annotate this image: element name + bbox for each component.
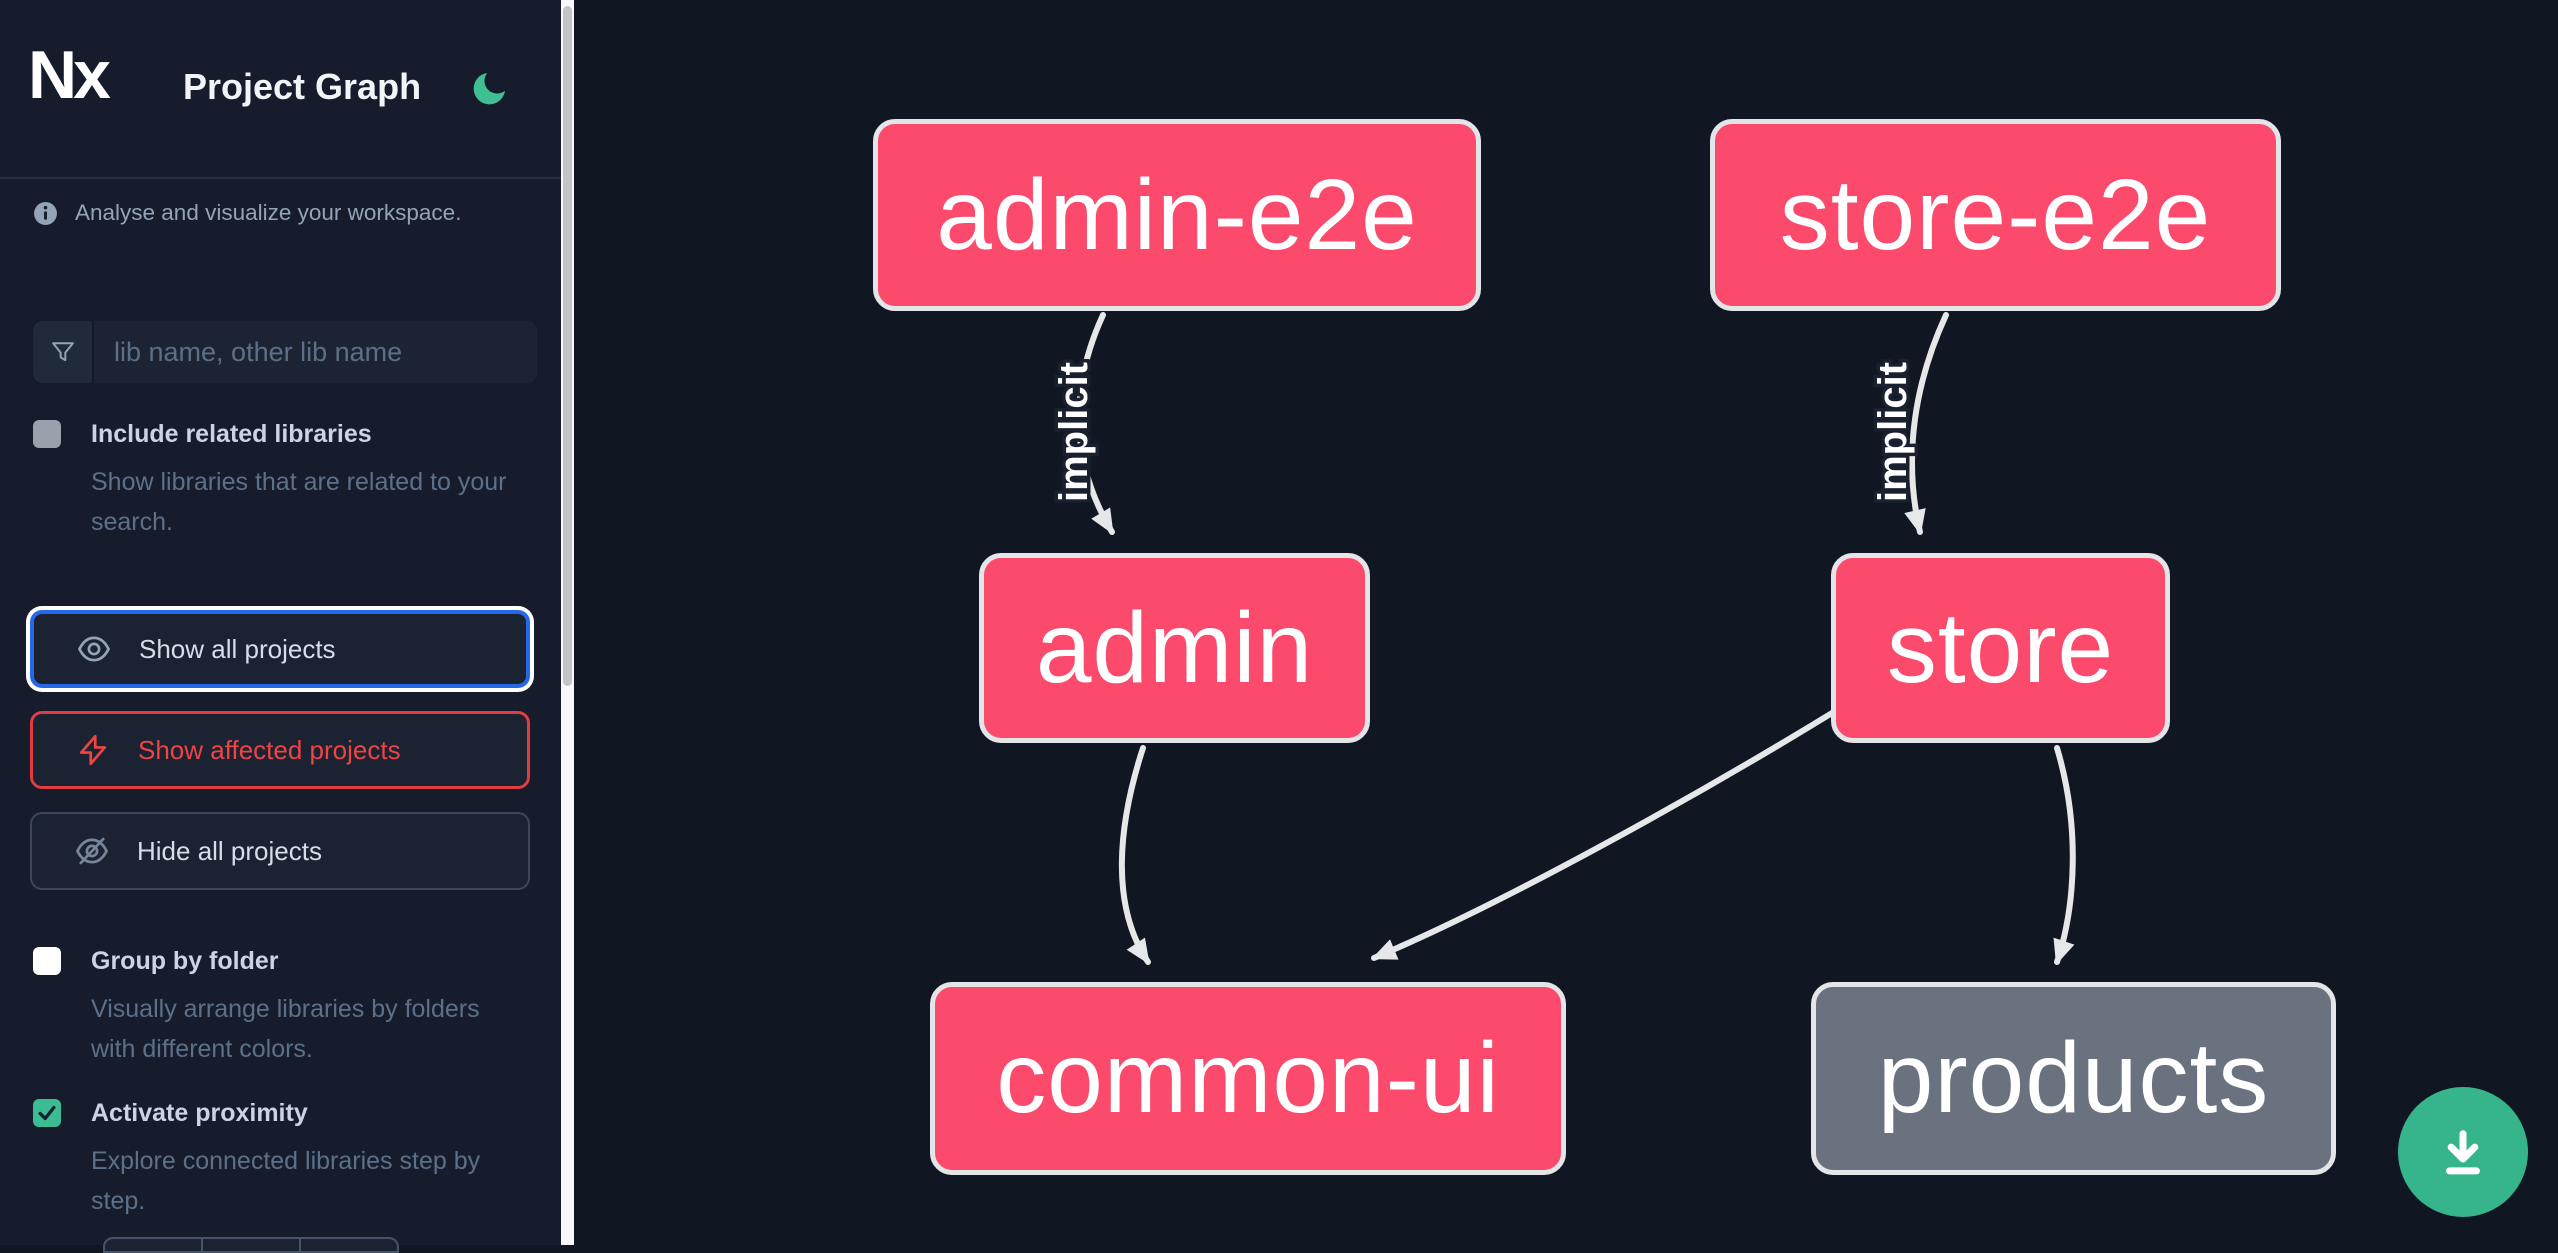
download-icon — [2435, 1124, 2491, 1180]
search-input[interactable] — [94, 321, 537, 383]
sidebar-scrollbar-thumb[interactable] — [563, 6, 572, 686]
show-all-projects-button[interactable]: Show all projects — [30, 610, 530, 688]
theme-toggle-button[interactable] — [468, 66, 512, 110]
group-by-folder-description: Visually arrange libraries by folders wi… — [91, 989, 509, 1069]
depth-increment-segment[interactable] — [301, 1239, 397, 1251]
hide-all-projects-button[interactable]: Hide all projects — [30, 812, 530, 890]
eye-icon — [76, 631, 112, 667]
page-title: Project Graph — [183, 66, 421, 108]
nx-logo[interactable]: Nx — [28, 36, 107, 114]
sidebar: Nx Project Graph Analyse and visualize y… — [0, 0, 561, 1245]
proximity-depth-control[interactable] — [103, 1237, 399, 1253]
info-icon — [33, 201, 58, 226]
eye-off-icon — [74, 833, 110, 869]
graph-node-store[interactable]: store — [1831, 553, 2170, 743]
group-by-folder-checkbox[interactable] — [33, 947, 61, 975]
graph-node-common-ui[interactable]: common-ui — [930, 982, 1566, 1175]
graph-node-store-e2e[interactable]: store-e2e — [1710, 119, 2281, 311]
depth-decrement-segment[interactable] — [105, 1239, 203, 1251]
include-related-libraries-label: Include related libraries — [91, 420, 372, 449]
show-affected-projects-button[interactable]: Show affected projects — [30, 711, 530, 789]
include-related-libraries-checkbox[interactable] — [33, 420, 61, 448]
activate-proximity-label: Activate proximity — [91, 1099, 308, 1128]
header-divider — [0, 177, 561, 179]
bolt-icon — [75, 732, 111, 768]
group-by-folder-label: Group by folder — [91, 947, 279, 976]
hide-all-projects-label: Hide all projects — [137, 836, 322, 867]
checkmark-icon — [36, 1102, 58, 1124]
graph-node-products[interactable]: products — [1811, 982, 2336, 1175]
depth-value-segment — [203, 1239, 301, 1251]
download-graph-button[interactable] — [2398, 1087, 2528, 1217]
include-related-libraries-description: Show libraries that are related to your … — [91, 462, 509, 542]
search-box — [33, 321, 537, 383]
show-all-projects-label: Show all projects — [139, 634, 336, 665]
activate-proximity-description: Explore connected libraries step by step… — [91, 1141, 509, 1221]
workspace-tagline-row: Analyse and visualize your workspace. — [33, 200, 461, 226]
graph-node-admin[interactable]: admin — [979, 553, 1370, 743]
workspace-tagline: Analyse and visualize your workspace. — [75, 200, 461, 226]
activate-proximity-checkbox[interactable] — [33, 1099, 61, 1127]
show-affected-projects-label: Show affected projects — [138, 735, 401, 766]
funnel-icon — [49, 338, 77, 366]
filter-icon-cell — [33, 321, 94, 383]
graph-node-admin-e2e[interactable]: admin-e2e — [873, 119, 1481, 311]
moon-icon — [468, 66, 512, 110]
